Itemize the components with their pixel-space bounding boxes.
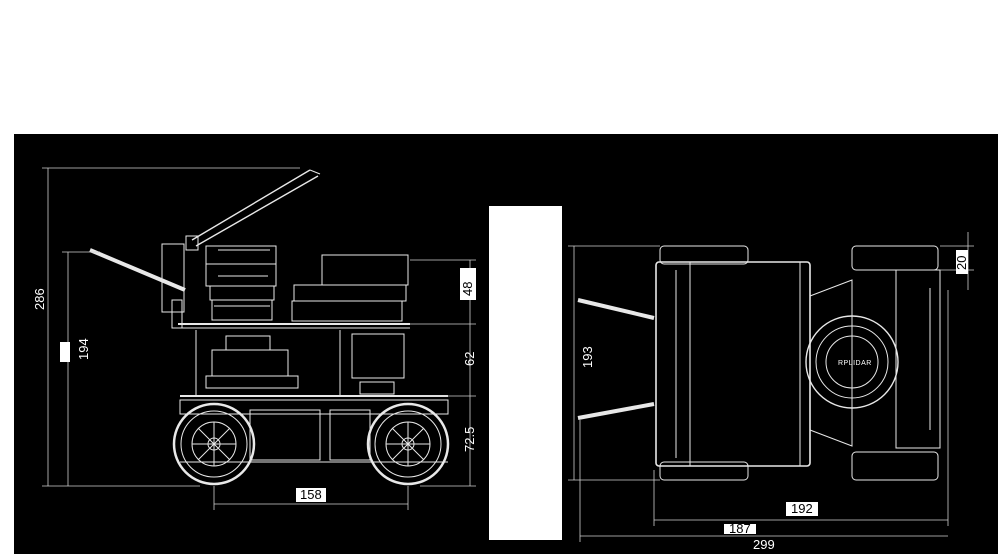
- dim-wheelbase-box: [296, 488, 326, 502]
- chassis: [179, 399, 449, 463]
- wheel-top-left: [659, 245, 749, 265]
- background-panel-bottom-mid: [489, 540, 562, 554]
- dim-overall-length: 299: [753, 537, 775, 552]
- dim-wheel-width: 20: [954, 256, 969, 270]
- antenna-arm: [185, 169, 321, 251]
- dim-lower-deck: 72.5: [462, 427, 477, 452]
- dim-body-height-box: [60, 342, 70, 362]
- dim-body-length-box: [724, 524, 756, 534]
- wheel-top-right: [851, 245, 939, 271]
- front-module: [895, 269, 941, 449]
- top-antennas: [577, 298, 655, 420]
- front-wheel: [172, 402, 256, 486]
- lidar-label: RPLIDAR: [838, 360, 872, 367]
- lidar-side: [291, 254, 409, 322]
- lidar-top: [805, 315, 899, 409]
- upper-electronics: [205, 245, 277, 321]
- dim-wheel-width-box: [956, 250, 968, 274]
- rear-antenna: [89, 243, 186, 329]
- dim-upper-deck-box: [460, 268, 476, 300]
- dim-mid-deck: 62: [462, 352, 477, 366]
- dim-upper-deck: 48: [460, 282, 475, 296]
- wheel-bottom-left: [659, 461, 749, 481]
- dim-wheel-track: 192: [791, 501, 813, 516]
- dim-wheelbase: 158: [300, 487, 322, 502]
- top-view: RPLIDAR: [577, 245, 941, 481]
- dim-body-length: 187: [729, 521, 751, 536]
- background-panel-top-mid: [489, 134, 562, 206]
- rear-wheel: [366, 402, 450, 486]
- background-panel-right: [562, 134, 998, 554]
- dim-overall-height: 286: [32, 288, 47, 310]
- dim-body-height: 194: [76, 338, 91, 360]
- mid-electronics: [195, 330, 405, 395]
- lidar-mount: [809, 279, 853, 447]
- side-view: [89, 169, 450, 486]
- dim-width: 193: [580, 346, 595, 368]
- dim-wheel-track-box: [786, 502, 818, 516]
- wheel-bottom-right: [851, 451, 939, 481]
- top-view-dimensions: [568, 232, 974, 542]
